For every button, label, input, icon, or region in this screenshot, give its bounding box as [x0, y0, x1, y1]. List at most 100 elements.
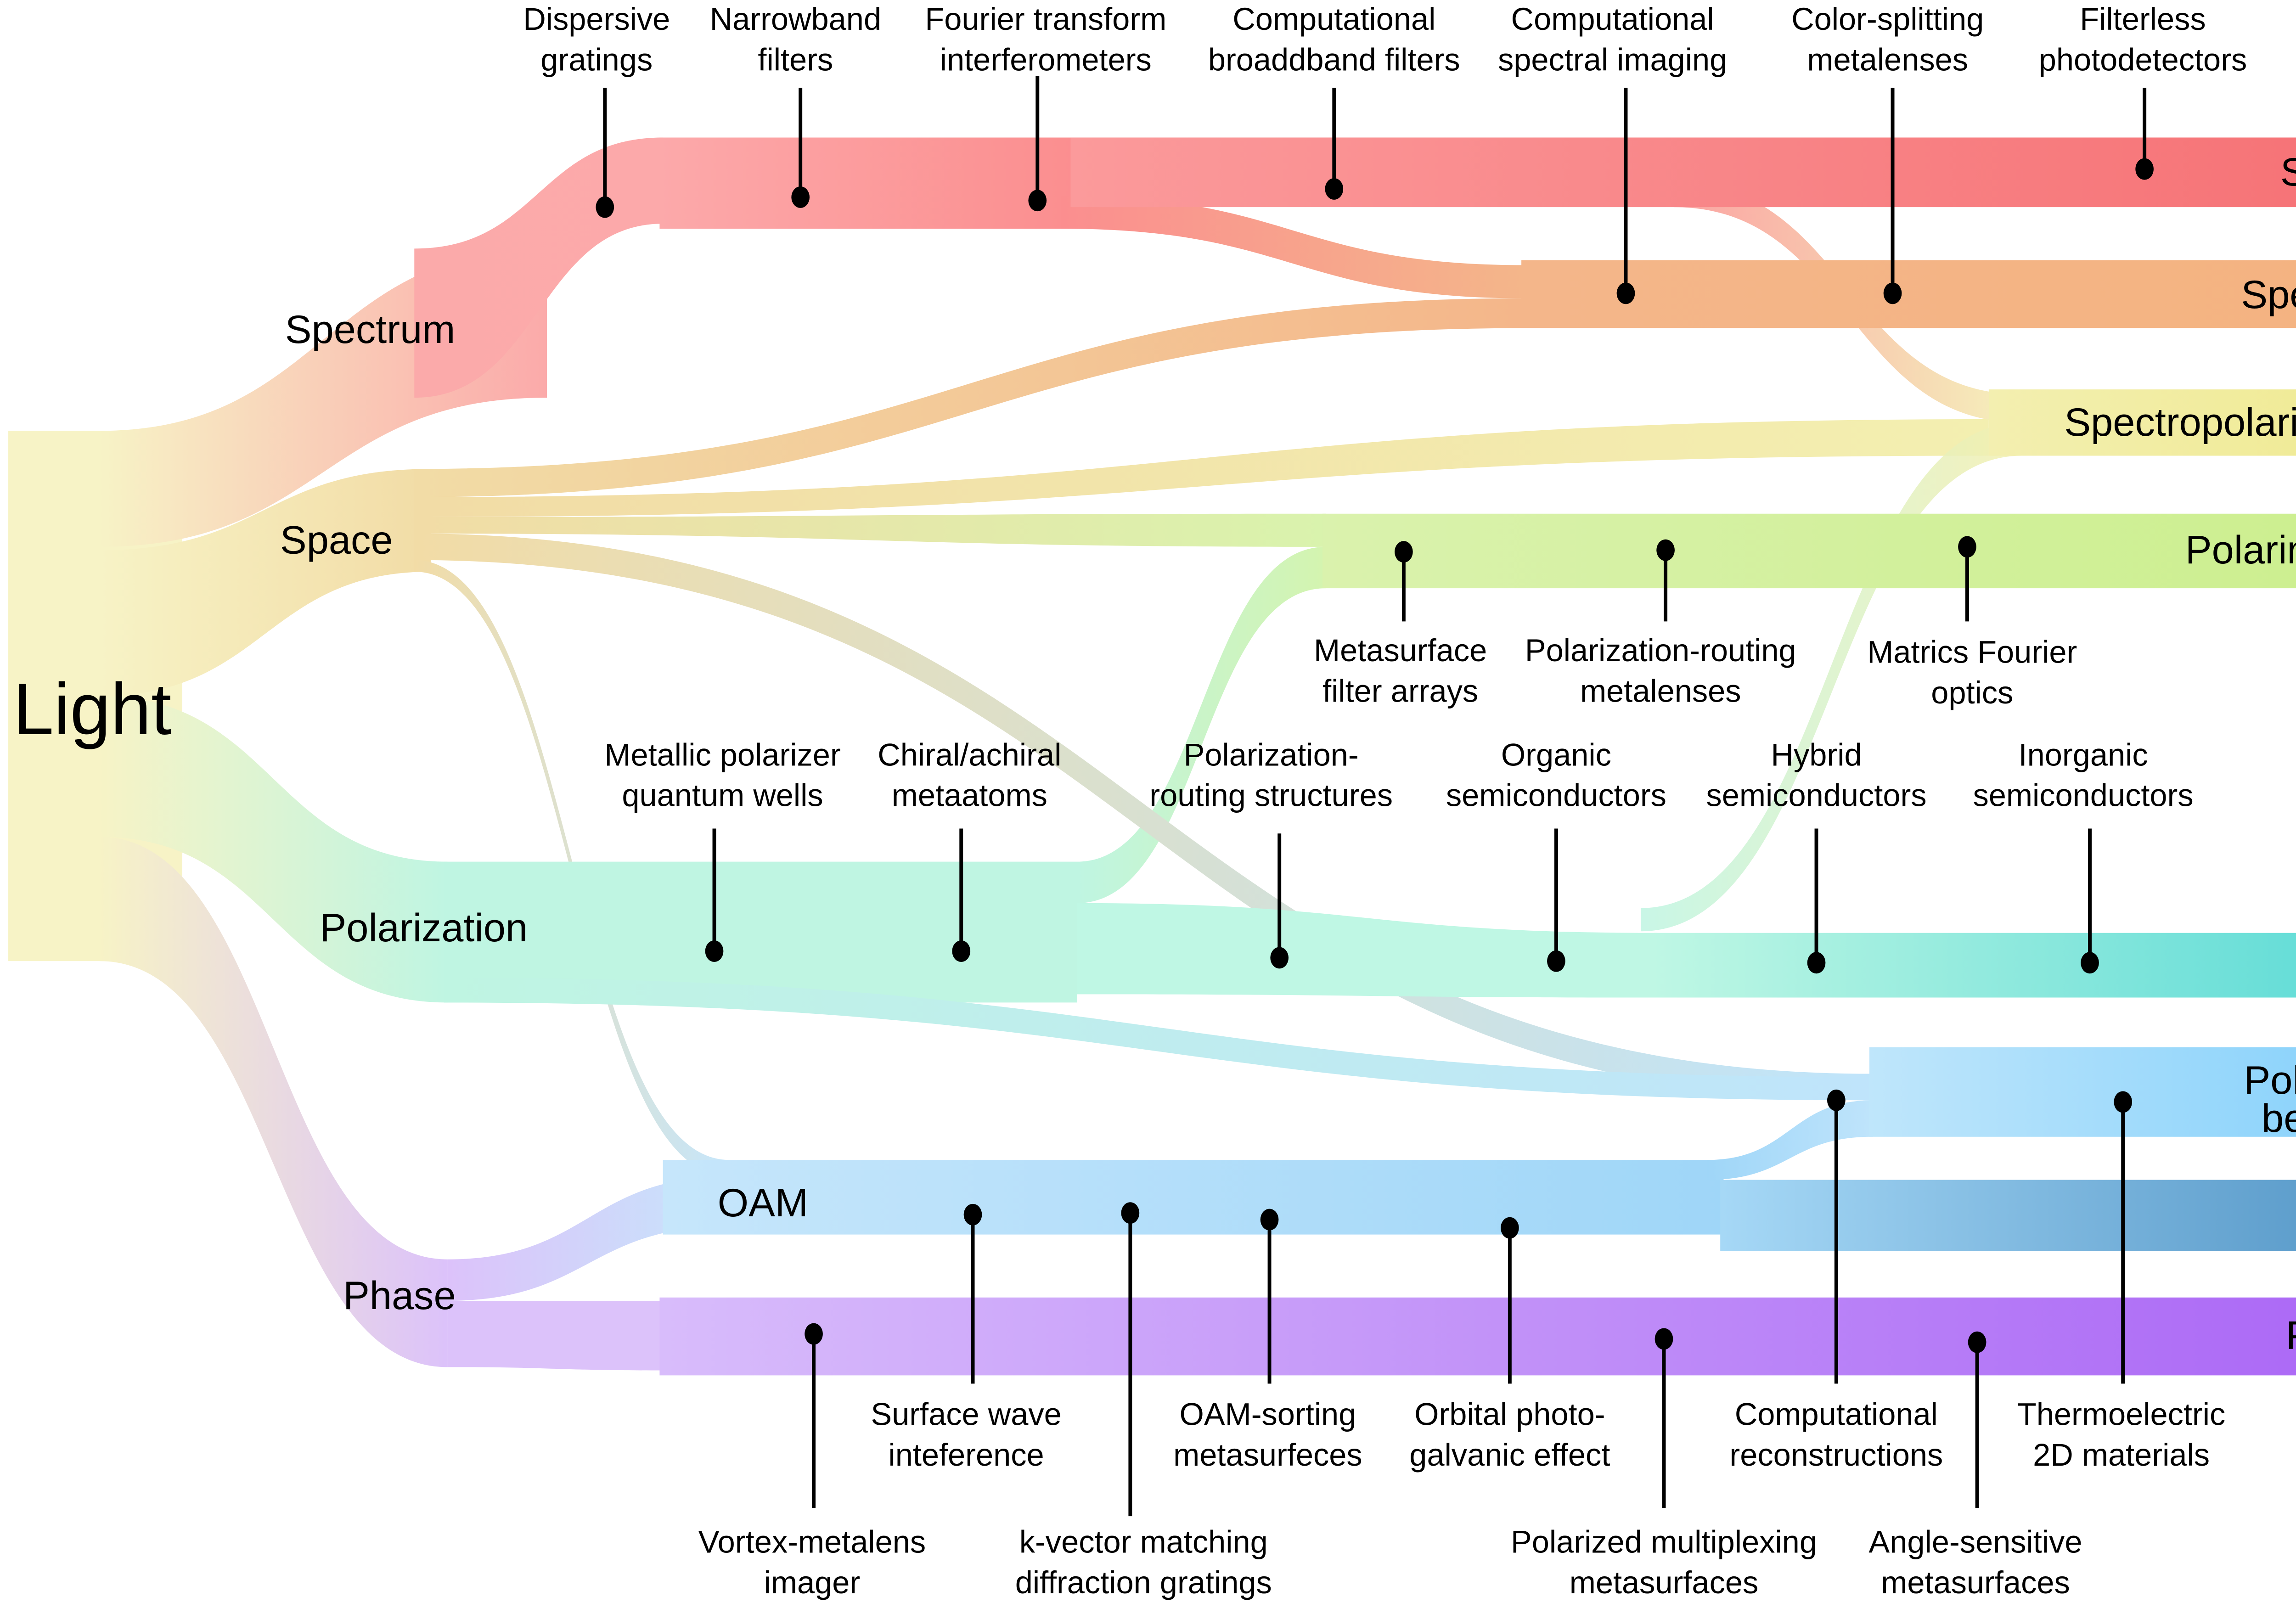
- technology-pin-computational-reconstructions: [1827, 1089, 1846, 1384]
- technology-pin-matrics-fourier-optics: [1958, 536, 1976, 622]
- flow-light-to-polarization: [99, 696, 448, 1003]
- pin-dot-icon: [952, 940, 971, 962]
- technology-label-metasurface-filter-arrays-line1: Metasurface: [1314, 633, 1487, 668]
- pin-dot-icon: [2135, 158, 2154, 180]
- band-spectrum-main: [659, 137, 1074, 229]
- technology-pin-narrowband-filters: [791, 88, 810, 208]
- pin-dot-icon: [1958, 536, 1976, 558]
- flow-polarization-to-polarimeters: [1077, 903, 1658, 998]
- pin-dot-icon: [1968, 1331, 1986, 1353]
- technology-label-polarization-routing-metalenses-line1: Polarization-routing: [1525, 633, 1796, 668]
- technology-pin-vortex-metalens-imager: [805, 1323, 823, 1508]
- technology-label-angle-sensitive-metasurfaces-line2: metasurfaces: [1881, 1565, 2070, 1600]
- flow-phase-to-oam: [447, 1176, 729, 1301]
- band-oam: [663, 1160, 1724, 1235]
- pin-dot-icon: [1260, 1209, 1279, 1231]
- technology-pin-filterless-photodetectors: [2135, 88, 2154, 180]
- target-label-polarimetric-imaging: Polarimetric imaging: [2185, 528, 2296, 572]
- technology-label-k-vector-matching-line2: diffraction gratings: [1015, 1565, 1272, 1600]
- technology-label-orbital-photogalvanic-line2: galvanic effect: [1409, 1437, 1610, 1473]
- pin-dot-icon: [1827, 1089, 1846, 1111]
- pin-dot-icon: [1270, 947, 1289, 969]
- technology-label-matrics-fourier-optics-line2: optics: [1931, 675, 2013, 710]
- pin-dot-icon: [596, 196, 614, 218]
- pin-dot-icon: [705, 940, 724, 962]
- technology-label-fourier-interferometers-line1: Fourier transform: [925, 1, 1166, 37]
- technology-pin-surface-wave-interference: [963, 1203, 982, 1384]
- technology-label-thermoelectric-2d-line2: 2D materials: [2033, 1437, 2210, 1473]
- pin-dot-icon: [1656, 539, 1675, 561]
- technology-label-computational-reconstructions-line2: reconstructions: [1729, 1437, 1943, 1473]
- technology-label-orbital-photogalvanic-line1: Orbital photo-: [1414, 1397, 1605, 1432]
- pin-dot-icon: [963, 1203, 982, 1226]
- technology-pin-color-splitting-metalenses: [1883, 88, 1902, 304]
- technology-label-dispersive-gratings-line1: Dispersive: [523, 1, 670, 37]
- technology-label-filterless-photodetectors-line2: photodetectors: [2039, 42, 2247, 77]
- technology-pin-inorganic-semiconductors: [2081, 828, 2099, 974]
- pin-dot-icon: [1395, 541, 1413, 563]
- technology-label-polarization-routing-structures-line2: routing structures: [1149, 778, 1393, 813]
- pin-dot-icon: [1121, 1202, 1140, 1224]
- technology-label-polarized-multiplexing-line2: metasurfaces: [1570, 1565, 1759, 1600]
- technology-pin-organic-semiconductors: [1547, 828, 1565, 972]
- pin-dot-icon: [2081, 952, 2099, 974]
- technology-label-polarized-multiplexing-line1: Polarized multiplexing: [1511, 1524, 1817, 1560]
- target-label-polarized-vortex-line2: beam sensors: [2262, 1096, 2296, 1141]
- labels-layer: Light Spectrum Space Polarization Phase …: [13, 150, 2296, 1357]
- technology-label-hybrid-semiconductors-line2: semiconductors: [1706, 778, 1926, 813]
- flow-polarization-to-spectropolarimetric: [1640, 422, 2022, 932]
- technology-label-inorganic-semiconductors-line2: semiconductors: [1973, 778, 2194, 813]
- technology-pin-k-vector-matching: [1121, 1202, 1140, 1517]
- technology-label-chiral-metaatoms-line2: metaatoms: [892, 778, 1047, 813]
- technology-label-vortex-metalens-imager-line1: Vortex-metalens: [698, 1524, 926, 1560]
- target-label-spectrometers: Spectrometers: [2280, 150, 2296, 194]
- technology-label-computational-broadband-line1: Computational: [1232, 1, 1435, 37]
- pin-dot-icon: [805, 1323, 823, 1345]
- technology-pin-thermoelectric-2d: [2114, 1091, 2133, 1384]
- technology-pin-polarization-routing-structures: [1270, 833, 1289, 969]
- flow-spectrum-to-spectral-imaging: [1060, 195, 1525, 298]
- flow-phase-to-phase-imaging: [447, 1300, 663, 1371]
- arrow-polarized-vortex: [1869, 1047, 2296, 1137]
- technology-pin-metallic-polarizer: [705, 828, 724, 962]
- technology-label-polarization-routing-metalenses-line2: metalenses: [1580, 673, 1741, 708]
- arrow-phase-imaging: [659, 1297, 2296, 1376]
- technology-pin-computational-spectral-imaging: [1616, 88, 1635, 304]
- pin-dot-icon: [2114, 1091, 2133, 1113]
- technology-label-computational-reconstructions-line1: Computational: [1735, 1397, 1938, 1432]
- technology-label-organic-semiconductors-line1: Organic: [1501, 737, 1611, 772]
- flow-light-to-space: [99, 469, 431, 696]
- technology-pin-oam-sorting-metasurfaces: [1260, 1209, 1279, 1384]
- arrow-oam-sensors: [1720, 1180, 2296, 1251]
- technology-label-inorganic-semiconductors-line1: Inorganic: [2019, 737, 2148, 772]
- technology-pin-polarization-routing-metalenses: [1656, 539, 1675, 622]
- arrow-spectrometers: [1070, 137, 2296, 208]
- technology-label-k-vector-matching-line1: k-vector matching: [1019, 1524, 1268, 1560]
- arrows-layer: [659, 137, 2296, 1376]
- technology-label-surface-wave-interference-line1: Surface wave: [871, 1397, 1061, 1432]
- target-label-spectral-imaging: Spectral imaging: [2241, 273, 2296, 317]
- category-label-phase: Phase: [343, 1274, 456, 1318]
- technology-label-narrowband-filters-line2: filters: [758, 42, 833, 77]
- root-label-light: Light: [13, 668, 171, 750]
- category-label-spectrum: Spectrum: [285, 308, 456, 352]
- flow-space-to-spectral-imaging: [414, 298, 1525, 497]
- technology-pin-computational-broadband: [1325, 88, 1344, 200]
- flow-light-to-phase: [99, 837, 448, 1367]
- technology-label-metallic-polarizer-line2: quantum wells: [622, 778, 823, 813]
- flow-oam-to-polarized-vortex: [1707, 1100, 1873, 1180]
- technology-label-surface-wave-interference-line2: inteference: [888, 1437, 1044, 1473]
- flow-polarization-to-polarized-vortex: [444, 978, 1873, 1101]
- pin-dot-icon: [1028, 190, 1047, 212]
- pin-dot-icon: [1325, 178, 1344, 200]
- technology-pin-hybrid-semiconductors: [1807, 828, 1826, 974]
- category-label-polarization: Polarization: [320, 906, 528, 950]
- technology-pin-fourier-interferometers: [1028, 76, 1047, 212]
- flow-space-to-spectropolarimetric: [414, 419, 1989, 517]
- technology-label-polarization-routing-structures-line1: Polarization-: [1184, 737, 1359, 772]
- technology-pin-polarized-multiplexing: [1654, 1328, 1673, 1508]
- pin-dot-icon: [791, 186, 810, 208]
- category-label-space: Space: [280, 518, 393, 562]
- pins-layer: [596, 76, 2154, 1517]
